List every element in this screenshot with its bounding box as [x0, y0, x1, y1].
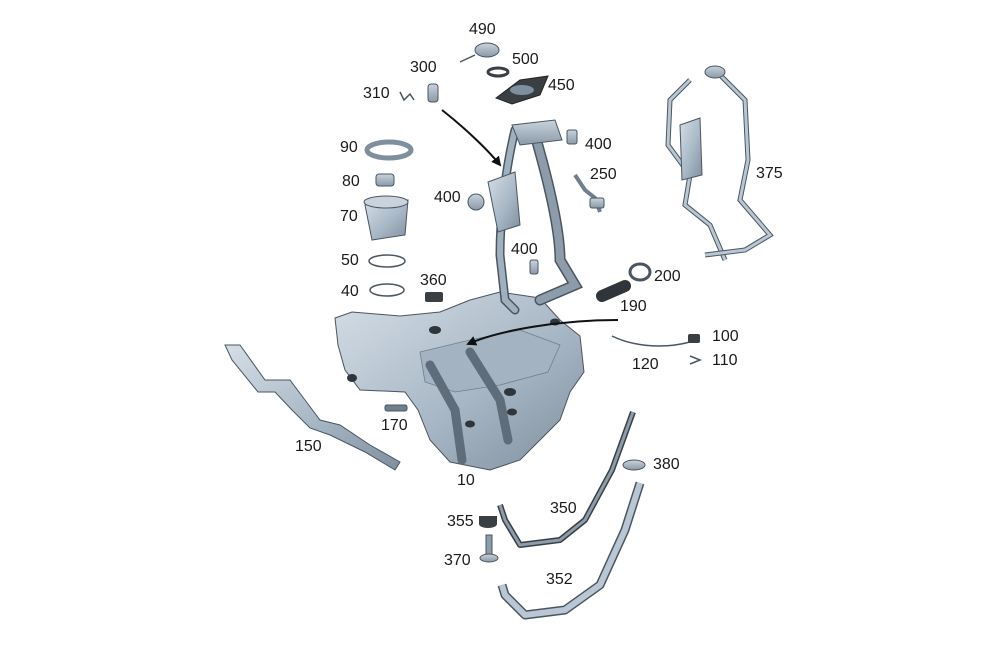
callout-50: 50: [341, 252, 359, 269]
part-355-bushing: [479, 516, 497, 528]
part-350-strap-highlight: [498, 411, 635, 547]
callout-110: 110: [712, 352, 738, 369]
part-170-bracket: [384, 404, 408, 412]
part-70-fuel-pump: [363, 195, 409, 241]
part-120-line: [611, 335, 691, 347]
callout-490: 490: [469, 21, 496, 38]
callout-375: 375: [756, 165, 783, 182]
part-370-bolt: [479, 534, 499, 563]
part-310-clip: [399, 91, 415, 102]
part-50-ring: [368, 254, 406, 268]
callout-120: 120: [632, 356, 659, 373]
part-490-cap: [459, 42, 500, 63]
callout-150: 150: [295, 438, 322, 455]
part-200-clamp: [628, 262, 652, 282]
callout-10: 10: [457, 472, 475, 489]
part-190-hose: [596, 280, 631, 302]
part-400-right: [566, 129, 578, 145]
part-150-heat-shield: [224, 344, 401, 471]
callout-40: 40: [341, 283, 359, 300]
callout-400-lower: 400: [511, 241, 538, 258]
callout-360: 360: [420, 272, 447, 289]
part-375-vent-assembly: [665, 65, 774, 261]
callout-310: 310: [363, 85, 390, 102]
callout-380: 380: [653, 456, 680, 473]
fuel-tank-10: [334, 291, 585, 471]
part-40-ring: [369, 283, 405, 297]
part-352-strap-fill: [499, 482, 643, 618]
part-500-ring: [486, 66, 510, 78]
callout-350: 350: [550, 500, 577, 517]
callout-352: 352: [546, 571, 573, 588]
callout-100: 100: [712, 328, 739, 345]
part-400-left: [467, 193, 485, 211]
part-380-pad: [622, 459, 646, 471]
callout-80: 80: [342, 173, 360, 190]
part-300-valve: [427, 83, 439, 103]
filler-tube-assembly: [487, 119, 583, 315]
part-100-connector: [688, 334, 700, 343]
callout-400-top: 400: [585, 136, 612, 153]
callout-250: 250: [590, 166, 617, 183]
callout-400-left: 400: [434, 189, 461, 206]
callout-355: 355: [447, 513, 474, 530]
callout-200: 200: [654, 268, 681, 285]
callout-70: 70: [340, 208, 358, 225]
part-110-clip: [689, 355, 703, 365]
callout-500: 500: [512, 51, 539, 68]
callout-170: 170: [381, 417, 408, 434]
callout-370: 370: [444, 552, 471, 569]
part-80-connector: [375, 173, 395, 187]
callout-190: 190: [620, 298, 647, 315]
part-360-grommet: [425, 292, 443, 302]
part-90-ring: [364, 139, 414, 161]
part-250-valve: [573, 173, 605, 213]
callout-450: 450: [548, 77, 575, 94]
callout-90: 90: [340, 139, 358, 156]
part-400-lower: [529, 259, 539, 275]
arrow-300-to-tank: [441, 109, 502, 167]
arrow-190-to-tank: [466, 319, 619, 346]
part-450-gasket: [494, 75, 549, 105]
callout-300: 300: [410, 59, 437, 76]
